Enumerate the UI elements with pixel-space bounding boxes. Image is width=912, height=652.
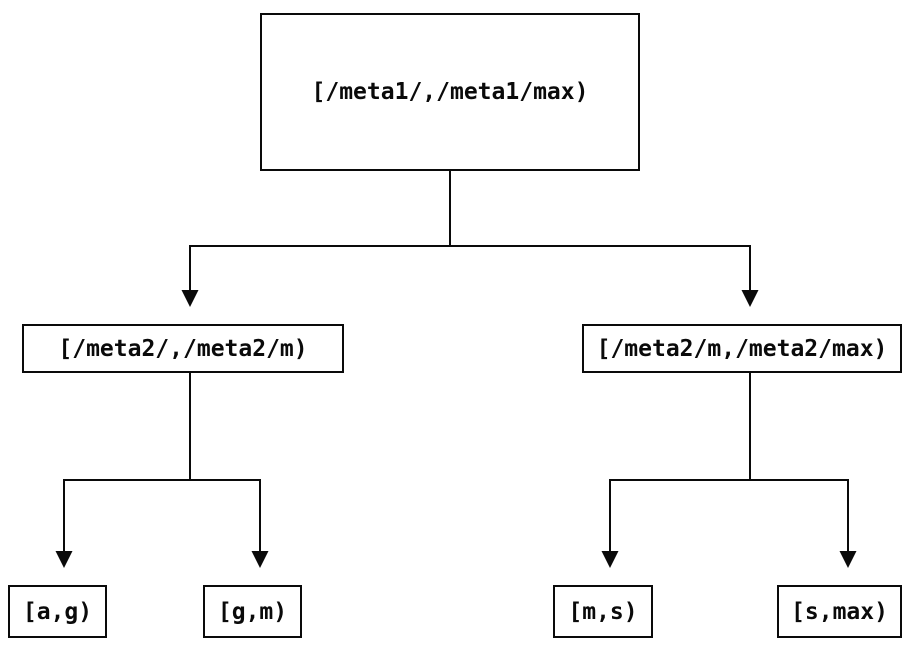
node-right-child-label: [/meta2/m,/meta2/max) [596, 335, 888, 362]
node-left-child-label: [/meta2/,/meta2/m) [58, 335, 308, 362]
node-leaf-gm: [g,m) [203, 585, 302, 638]
node-leaf-ag: [a,g) [8, 585, 107, 638]
node-right-child: [/meta2/m,/meta2/max) [582, 324, 902, 373]
arrowhead-down-icon [251, 551, 269, 568]
node-leaf-smax-label: [s,max) [791, 598, 888, 625]
node-leaf-smax: [s,max) [777, 585, 902, 638]
arrowhead-down-icon [181, 290, 199, 307]
connector-root-to-children [189, 171, 751, 290]
node-leaf-ms-label: [m,s) [568, 598, 638, 625]
node-root: [/meta1/,/meta1/max) [260, 13, 640, 171]
node-leaf-ag-label: [a,g) [22, 598, 93, 625]
arrowhead-down-icon [55, 551, 73, 568]
connector-right-to-leaves [609, 373, 849, 551]
connector-left-to-leaves [63, 373, 261, 551]
arrowhead-down-icon [839, 551, 857, 568]
node-left-child: [/meta2/,/meta2/m) [22, 324, 344, 373]
arrowhead-down-icon [601, 551, 619, 568]
node-root-label: [/meta1/,/meta1/max) [311, 79, 589, 105]
node-leaf-gm-label: [g,m) [217, 598, 288, 625]
node-leaf-ms: [m,s) [553, 585, 653, 638]
arrowhead-down-icon [741, 290, 759, 307]
